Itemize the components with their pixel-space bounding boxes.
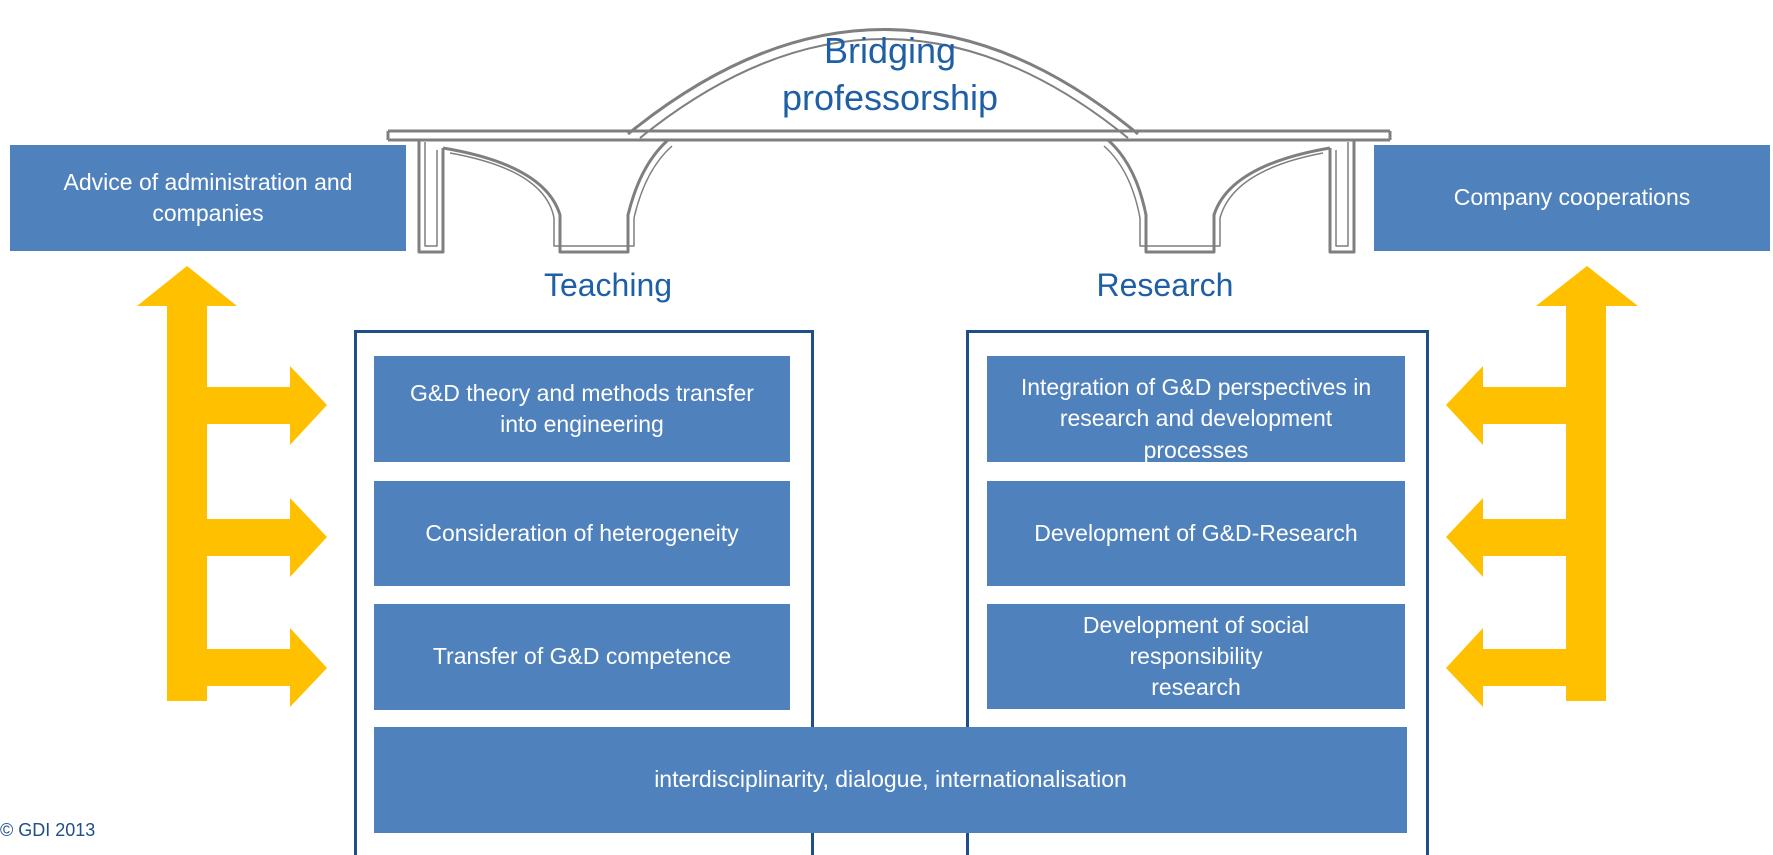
teaching-heading: Teaching [543, 267, 673, 303]
diagram-title: Bridging professorship [781, 30, 999, 118]
research-heading: Research [1096, 267, 1234, 303]
right-arrow-branch-2 [1446, 498, 1566, 577]
bridge-right-outer-pier [1328, 140, 1356, 254]
left-arrow-branch-3 [207, 628, 327, 707]
bridge-icon [386, 28, 1392, 254]
right-arrow-icon [1446, 266, 1638, 707]
right-arrow-branch-3 [1446, 628, 1566, 707]
teaching-pillar [354, 330, 814, 855]
teaching-item-heterogeneity: Consideration of heterogeneity [374, 481, 790, 586]
interdisciplinarity-bar: interdisciplinarity, dialogue, internati… [374, 727, 1407, 833]
bridge-arch-inner [639, 38, 1129, 139]
copyright-footer: © GDI 2013 [0, 820, 96, 840]
bridge-arch [627, 28, 1139, 136]
research-item-social-responsibility: Development of social responsibility res… [987, 604, 1405, 709]
right-arrow-branch-1 [1446, 366, 1566, 445]
teaching-item-competence: Transfer of G&D competence [374, 604, 790, 710]
bridge-left-inner-arch [442, 138, 669, 254]
company-cooperations-box: Company cooperations [1374, 145, 1770, 251]
bridge-right-inner-arch [1107, 138, 1331, 254]
research-item-integration: Integration of G&D perspectives in resea… [987, 356, 1405, 463]
left-arrow-branch-2 [207, 498, 327, 577]
research-pillar [966, 330, 1429, 855]
bridge-left-outer-pier [417, 140, 445, 254]
research-item-gd-research: Development of G&D-Research [987, 481, 1405, 586]
left-arrow-icon [137, 266, 327, 707]
teaching-item-theory-transfer: G&D theory and methods transfer into eng… [374, 356, 790, 462]
left-arrow-branch-1 [207, 366, 327, 445]
advice-box: Advice of administration and companies [10, 145, 406, 251]
